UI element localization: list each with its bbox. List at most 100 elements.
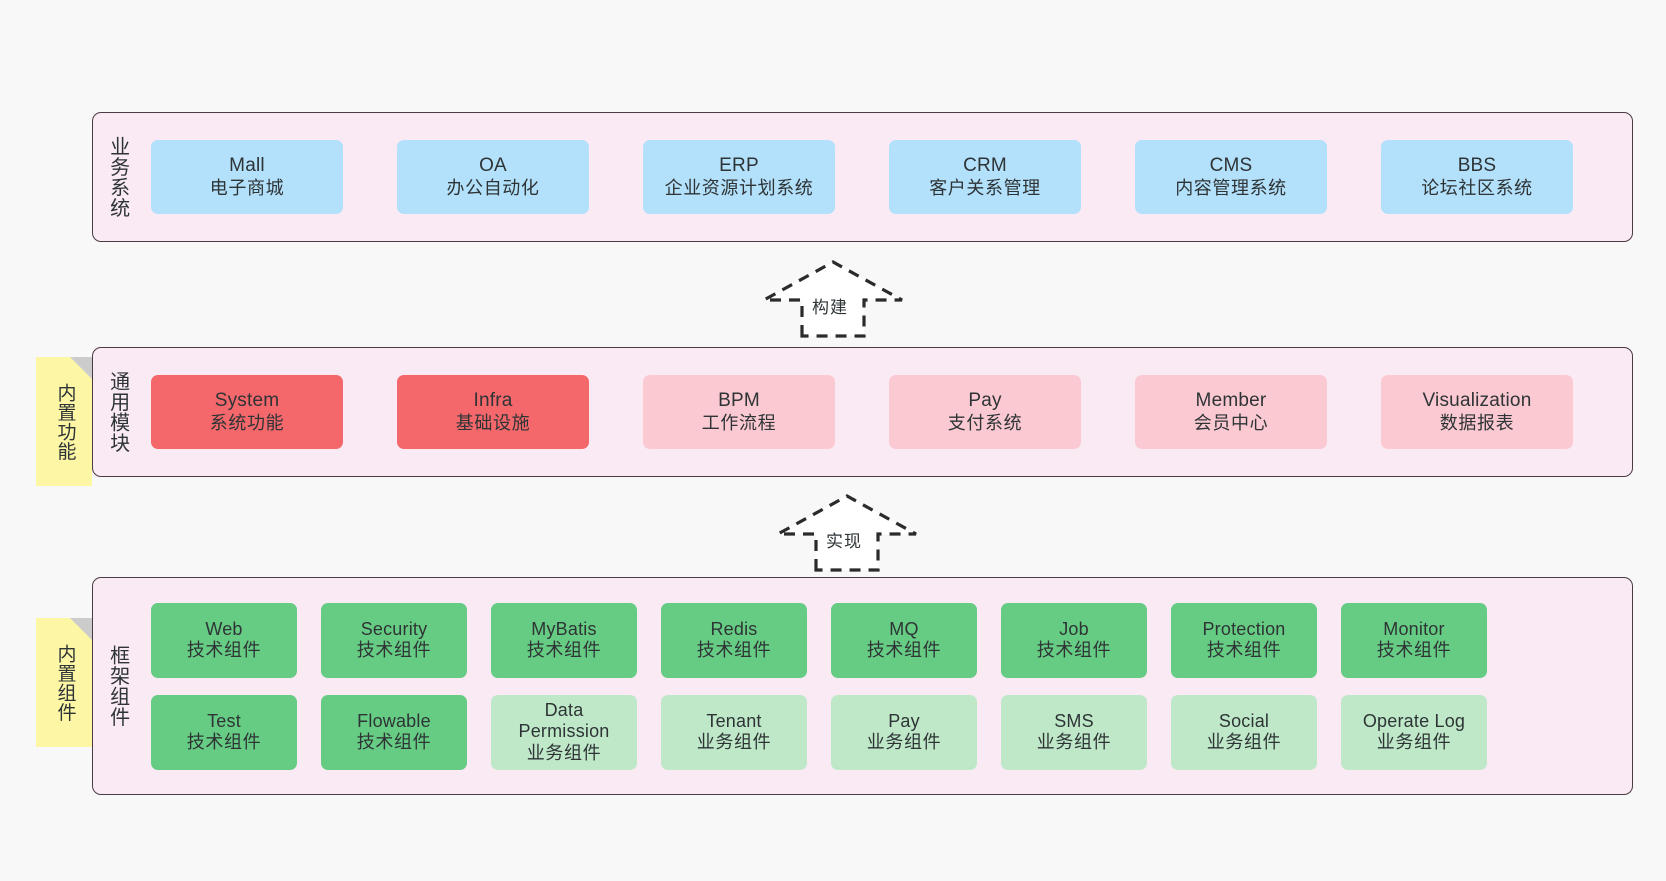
node-label-en: Operate Log [1362, 710, 1466, 731]
note-fold-corner [70, 357, 92, 379]
node-label-en: Web [205, 618, 243, 639]
node-label-en: System [214, 390, 280, 412]
note-text: 内置组件 [54, 643, 76, 722]
node-label-cn: 会员中心 [1193, 412, 1269, 433]
node-label-cn: 办公自动化 [446, 177, 540, 198]
node-label-cn: 业务组件 [866, 732, 942, 752]
node-label-cn: 客户关系管理 [929, 177, 1041, 198]
node-erp[interactable]: ERP 企业资源计划系统 [643, 140, 835, 214]
node-test[interactable]: Test 技术组件 [151, 694, 297, 770]
node-label-cn: 系统功能 [209, 412, 285, 433]
node-label-en: Visualization [1422, 390, 1532, 412]
node-pay[interactable]: Pay 支付系统 [889, 375, 1081, 449]
layer-title-framework-component: 框架组件 [106, 645, 129, 727]
node-label-cn: 基础设施 [455, 412, 531, 433]
node-label-cn: 技术组件 [696, 640, 772, 660]
node-label-en: Mall [229, 155, 265, 177]
node-label-en: Member [1195, 390, 1267, 412]
node-security[interactable]: Security 技术组件 [321, 602, 467, 678]
node-tenant[interactable]: Tenant 业务组件 [661, 694, 807, 770]
layer-title-common-module: 通用模块 [106, 371, 129, 453]
node-label-cn: 工作流程 [701, 412, 777, 433]
node-mq[interactable]: MQ 技术组件 [831, 602, 977, 678]
node-label-en: CMS [1209, 155, 1253, 177]
node-label-en: MyBatis [531, 618, 597, 639]
node-sms[interactable]: SMS 业务组件 [1001, 694, 1147, 770]
node-bpm[interactable]: BPM 工作流程 [643, 375, 835, 449]
node-label-cn: 业务组件 [1036, 732, 1112, 752]
node-row: System 系统功能 Infra 基础设施 BPM 工作流程 Pay 支付系统… [145, 375, 1632, 449]
node-flowable[interactable]: Flowable 技术组件 [321, 694, 467, 770]
node-label-cn: 业务组件 [526, 742, 602, 763]
node-label-cn: 支付系统 [947, 412, 1023, 433]
node-label-cn: 技术组件 [356, 732, 432, 752]
node-mall[interactable]: Mall 电子商城 [151, 140, 343, 214]
node-label-en: SMS [1054, 710, 1094, 731]
node-visualization[interactable]: Visualization 数据报表 [1381, 375, 1573, 449]
node-label-en: ERP [719, 155, 759, 177]
node-label-en: OA [479, 155, 507, 177]
node-redis[interactable]: Redis 技术组件 [661, 602, 807, 678]
node-job[interactable]: Job 技术组件 [1001, 602, 1147, 678]
node-label-en: CRM [963, 155, 1007, 177]
node-label-en: Tenant [706, 710, 762, 731]
node-label-cn: 企业资源计划系统 [664, 177, 814, 198]
node-cms[interactable]: CMS 内容管理系统 [1135, 140, 1327, 214]
connector-arrow-build [763, 260, 903, 338]
node-social[interactable]: Social 业务组件 [1171, 694, 1317, 770]
node-operate-log[interactable]: Operate Log 业务组件 [1341, 694, 1487, 770]
node-label-en: Data Permission [518, 700, 610, 742]
node-label-cn: 技术组件 [186, 640, 262, 660]
node-label-cn: 技术组件 [186, 732, 262, 752]
node-label-en: Infra [473, 390, 513, 412]
layer-body-business-system: Mall 电子商城 OA 办公自动化 ERP 企业资源计划系统 CRM 客户关系… [141, 113, 1632, 241]
layer-title-business-system: 业务系统 [106, 136, 129, 218]
note-builtin-component: 内置组件 [36, 618, 92, 747]
node-label-en: Pay [888, 710, 920, 731]
note-text: 内置功能 [54, 382, 76, 461]
layer-common-module: 通用模块 System 系统功能 Infra 基础设施 BPM 工作流程 Pay… [92, 347, 1633, 477]
node-member[interactable]: Member 会员中心 [1135, 375, 1327, 449]
node-system[interactable]: System 系统功能 [151, 375, 343, 449]
node-row: Test 技术组件 Flowable 技术组件 Data Permission … [145, 694, 1632, 770]
node-label-cn: 论坛社区系统 [1421, 177, 1533, 198]
node-label-en: Monitor [1383, 618, 1445, 639]
layer-body-framework-component: Web 技术组件 Security 技术组件 MyBatis 技术组件 Redi… [141, 578, 1632, 794]
node-protection[interactable]: Protection 技术组件 [1171, 602, 1317, 678]
node-web[interactable]: Web 技术组件 [151, 602, 297, 678]
node-label-en: Job [1059, 618, 1089, 639]
node-bbs[interactable]: BBS 论坛社区系统 [1381, 140, 1573, 214]
node-label-cn: 业务组件 [1376, 732, 1452, 752]
node-label-en: MQ [889, 618, 919, 639]
node-infra[interactable]: Infra 基础设施 [397, 375, 589, 449]
node-row: Web 技术组件 Security 技术组件 MyBatis 技术组件 Redi… [145, 602, 1632, 678]
node-data-permission[interactable]: Data Permission 业务组件 [491, 694, 637, 770]
node-label-en: Social [1218, 710, 1270, 731]
node-pay-component[interactable]: Pay 业务组件 [831, 694, 977, 770]
node-label-en: Protection [1202, 618, 1286, 639]
node-mybatis[interactable]: MyBatis 技术组件 [491, 602, 637, 678]
node-label-en: Flowable [357, 710, 431, 731]
node-crm[interactable]: CRM 客户关系管理 [889, 140, 1081, 214]
layer-framework-component: 框架组件 Web 技术组件 Security 技术组件 MyBatis 技术组件… [92, 577, 1633, 795]
node-label-en: BBS [1457, 155, 1497, 177]
node-label-cn: 内容管理系统 [1175, 177, 1287, 198]
node-label-cn: 电子商城 [209, 177, 285, 198]
node-label-en: Redis [710, 618, 758, 639]
node-monitor[interactable]: Monitor 技术组件 [1341, 602, 1487, 678]
node-label-cn: 技术组件 [1036, 640, 1112, 660]
layer-business-system: 业务系统 Mall 电子商城 OA 办公自动化 ERP 企业资源计划系统 CRM… [92, 112, 1633, 242]
node-row: Mall 电子商城 OA 办公自动化 ERP 企业资源计划系统 CRM 客户关系… [145, 140, 1632, 214]
node-label-cn: 数据报表 [1439, 412, 1515, 433]
node-label-cn: 业务组件 [1206, 732, 1282, 752]
node-label-cn: 技术组件 [866, 640, 942, 660]
node-label-cn: 技术组件 [356, 640, 432, 660]
note-fold-corner [70, 618, 92, 640]
node-label-cn: 技术组件 [1206, 640, 1282, 660]
node-label-en: Test [207, 710, 241, 731]
node-label-en: Pay [968, 390, 1002, 412]
layer-body-common-module: System 系统功能 Infra 基础设施 BPM 工作流程 Pay 支付系统… [141, 348, 1632, 476]
node-label-cn: 技术组件 [526, 640, 602, 660]
node-oa[interactable]: OA 办公自动化 [397, 140, 589, 214]
